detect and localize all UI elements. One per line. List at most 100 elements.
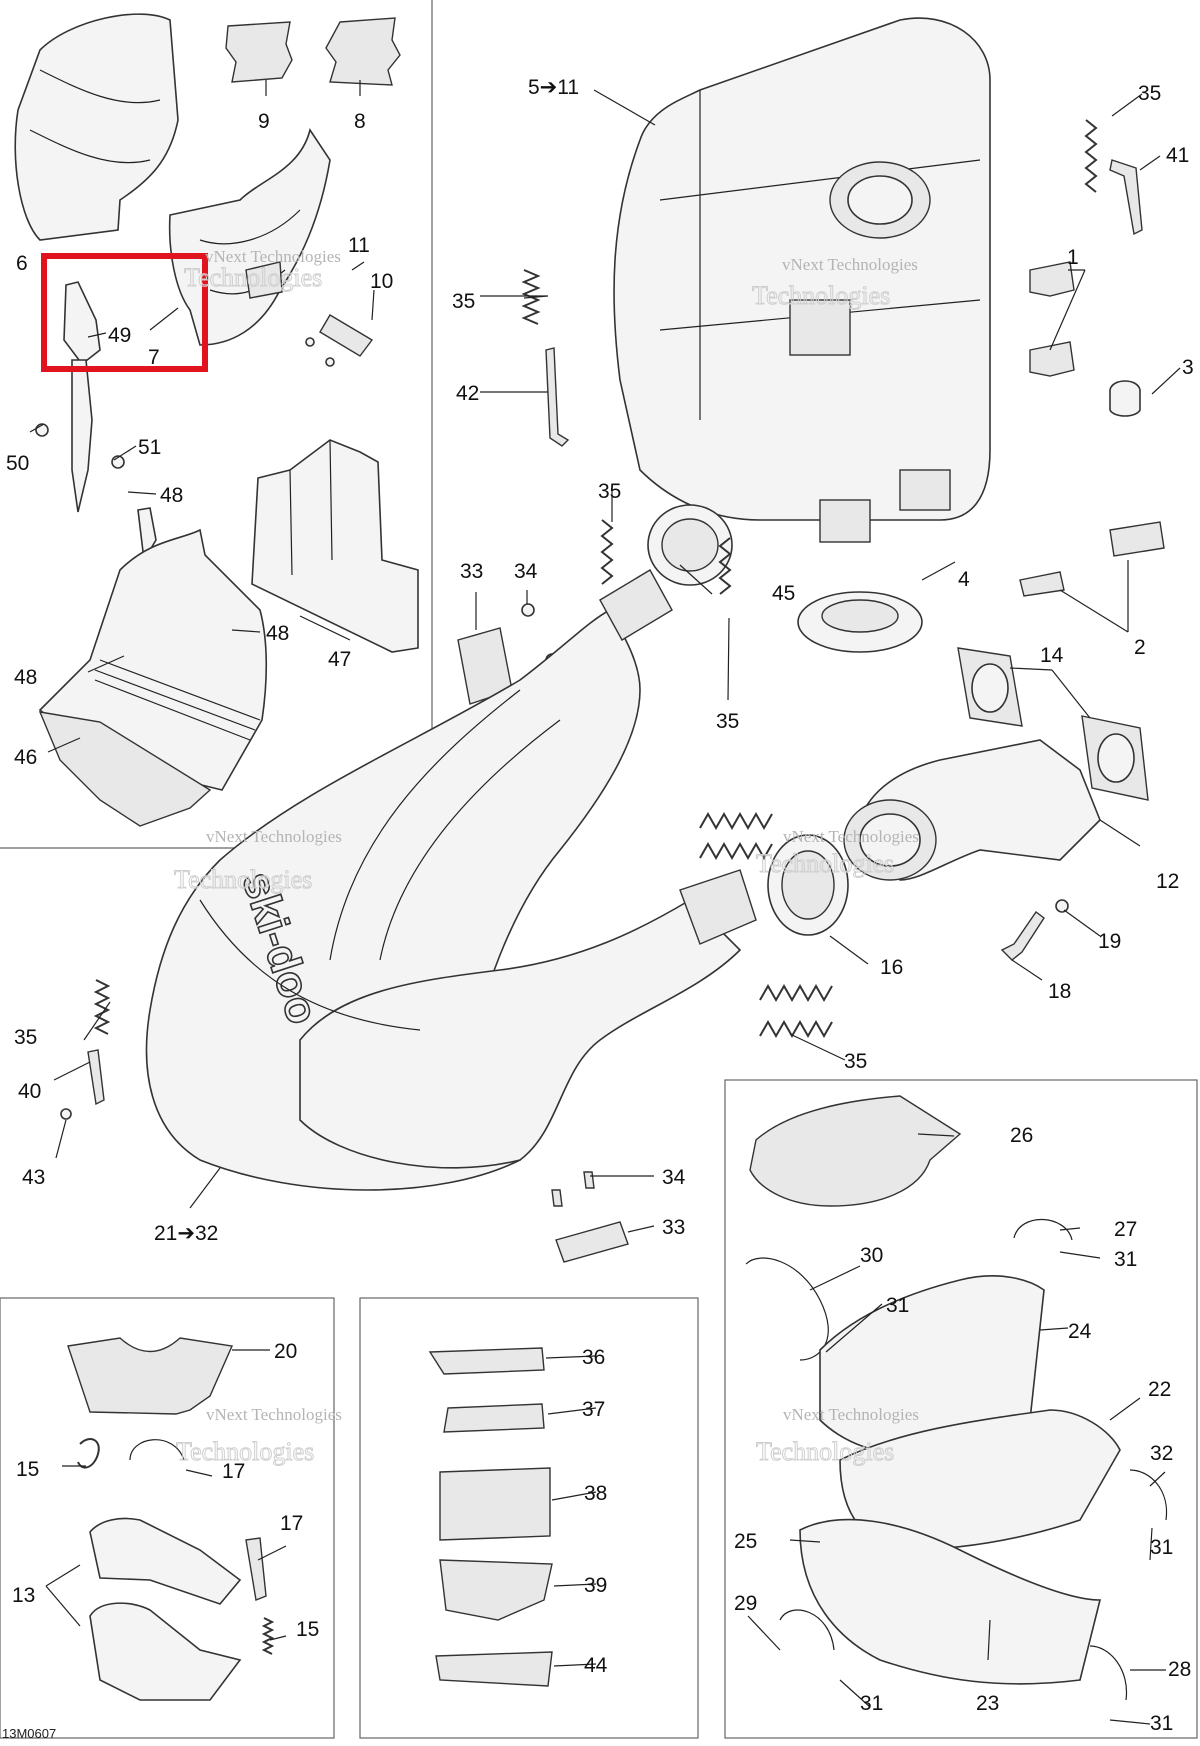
spring-35-mid <box>600 519 614 585</box>
muffler-bracket-a <box>789 299 851 356</box>
callout-42: 42 <box>456 382 479 405</box>
part-15-spring-lower <box>261 1617 275 1655</box>
callout-36: 36 <box>582 1346 605 1369</box>
callout-33-upper: 33 <box>460 560 483 583</box>
callout-20: 20 <box>274 1340 297 1363</box>
watermark-b-outline: Technologies <box>752 281 890 310</box>
part-41-bracket <box>1109 159 1143 236</box>
part-6-contours <box>29 69 161 164</box>
callout-47: 47 <box>328 648 351 671</box>
part-5-11-muffler <box>613 17 991 521</box>
callout-17-lower: 17 <box>280 1512 303 1535</box>
callout-15-upper: 15 <box>16 1458 39 1481</box>
part-6-cover <box>14 13 179 241</box>
part-3-grommet <box>1109 380 1141 417</box>
callout-49: 49 <box>108 324 131 347</box>
callout-48-left: 48 <box>14 666 37 689</box>
spring-35-center <box>718 537 732 595</box>
callout-35-mid: 35 <box>598 480 621 503</box>
watermark-b: vNext Technologies <box>782 255 918 274</box>
part-32-clamp <box>1129 1469 1168 1521</box>
part-34-bolt-upper-a <box>521 603 535 617</box>
callout-33-lower: 33 <box>662 1216 685 1239</box>
part-14-gasket-a-hole <box>971 663 1009 713</box>
springs <box>93 119 1098 1039</box>
watermark-e-outline: Technologies <box>176 1437 314 1466</box>
part-4-grommet-hole <box>821 599 899 633</box>
figure-id: 13M0607 <box>2 1726 56 1741</box>
pipe-lower-bend <box>299 898 742 1169</box>
callout-31-top: 31 <box>1114 1248 1137 1271</box>
leader-lines <box>29 80 1181 1725</box>
callout-35-center: 35 <box>716 710 739 733</box>
highlight-box-part-49 <box>41 253 208 372</box>
watermark-a: vNext Technologies <box>205 247 341 266</box>
pipe-contours <box>199 689 561 1031</box>
part-49-shield <box>63 281 101 366</box>
callout-4: 4 <box>958 568 970 591</box>
callout-12: 12 <box>1156 870 1179 893</box>
muffler-bracket-b <box>819 499 871 543</box>
panel-bottom-middle <box>359 1297 699 1739</box>
part-46-plate <box>38 711 212 827</box>
watermark-f-outline: Technologies <box>756 1437 894 1466</box>
callout-16: 16 <box>880 956 903 979</box>
part-13-elbow-upper <box>89 1517 242 1605</box>
part-36-shim <box>428 1347 545 1375</box>
callout-14: 14 <box>1040 644 1064 667</box>
callout-34-upper: 34 <box>514 560 538 583</box>
screw-10a <box>305 337 315 347</box>
callout-11: 11 <box>348 234 370 257</box>
part-38-insulation <box>439 1467 551 1541</box>
callout-40: 40 <box>18 1080 41 1103</box>
callout-38: 38 <box>584 1482 607 1505</box>
part-13-elbow-lower <box>89 1602 242 1701</box>
callout-25: 25 <box>734 1530 757 1553</box>
callout-30: 30 <box>860 1244 883 1267</box>
callout-19: 19 <box>1098 930 1121 953</box>
watermark-a-outline: Technologies <box>184 263 322 292</box>
callout-39: 39 <box>584 1574 607 1597</box>
watermark-d: vNext Technologies <box>783 827 919 846</box>
callout-51: 51 <box>138 436 161 459</box>
part-1-mount-b <box>1029 341 1075 377</box>
bottom-middle-parts <box>428 1347 553 1687</box>
spring-35-left <box>93 979 111 1035</box>
callout-13: 13 <box>12 1584 35 1607</box>
part-16-ring-inner <box>781 850 835 920</box>
callout-44: 44 <box>584 1654 608 1677</box>
part-47-edges <box>289 439 333 576</box>
part-11-plate <box>245 261 283 299</box>
callout-17-upper: 17 <box>222 1460 245 1483</box>
callout-21-32: 21➔32 <box>154 1222 218 1245</box>
part-28-clamp <box>1089 1645 1128 1701</box>
callout-35-muffler: 35 <box>452 290 475 313</box>
callout-23: 23 <box>976 1692 999 1715</box>
callout-15-lower: 15 <box>296 1618 319 1641</box>
watermark-c-outline: Technologies <box>174 865 312 894</box>
panel-bottom-right <box>724 1079 1198 1739</box>
muffler-outlet-inner <box>847 175 913 225</box>
part-34-bolt-lower-a <box>551 1189 563 1207</box>
part-7-heat-shield <box>168 128 331 346</box>
manifold-outlet-inner <box>859 813 921 867</box>
callout-7: 7 <box>148 346 160 369</box>
part-19-washer <box>1055 899 1069 913</box>
callout-46: 46 <box>14 746 37 769</box>
callout-22: 22 <box>1148 1378 1171 1401</box>
panel-bottom-left <box>0 1297 335 1739</box>
callout-28: 28 <box>1168 1658 1191 1681</box>
callout-48-top: 48 <box>160 484 183 507</box>
callout-29: 29 <box>734 1592 757 1615</box>
pipe-inlet-collar <box>599 569 673 641</box>
callout-27: 27 <box>1114 1218 1137 1241</box>
part-45-ring-inner <box>661 518 719 572</box>
callout-43: 43 <box>22 1166 45 1189</box>
part-15-spring-upper <box>77 1438 100 1469</box>
callout-3: 3 <box>1182 356 1194 379</box>
part-29-clamp <box>779 1609 835 1651</box>
part-30-clamp <box>745 1257 829 1361</box>
callout-10: 10 <box>370 270 393 293</box>
